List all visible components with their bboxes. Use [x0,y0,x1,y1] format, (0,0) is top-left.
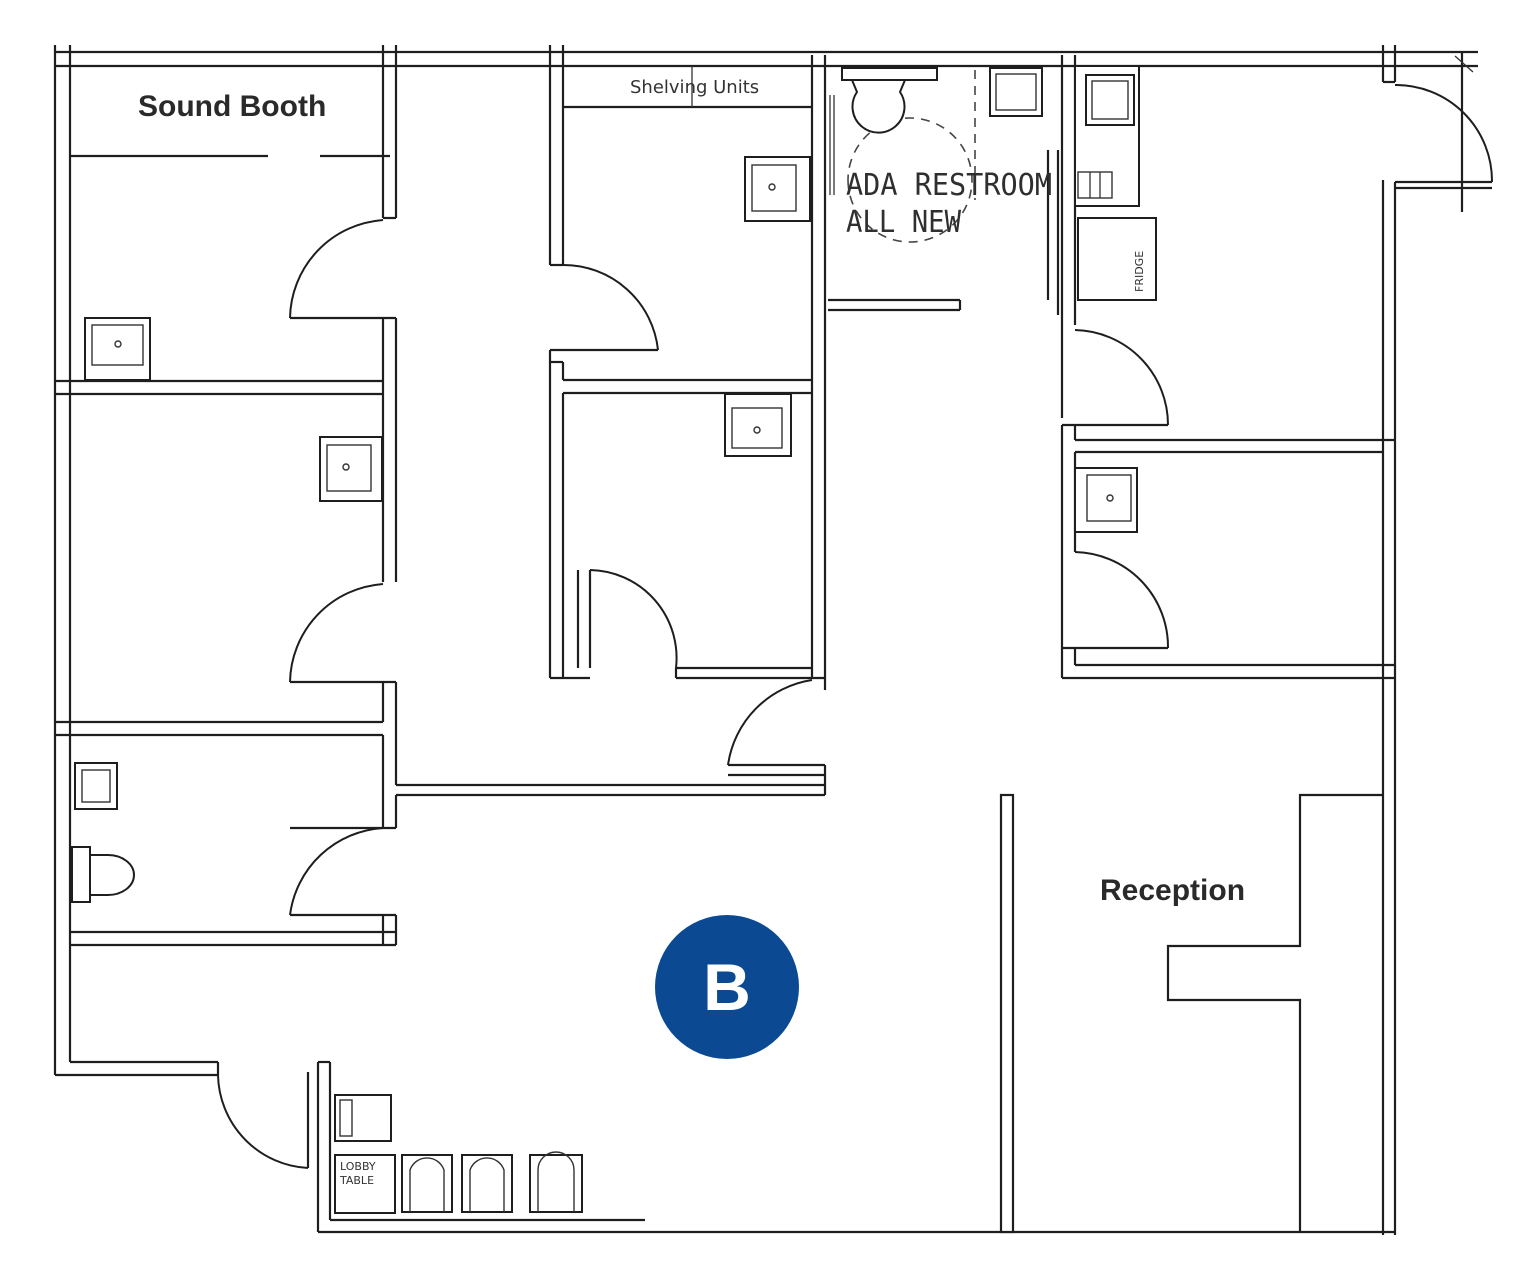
corridor-walls [396,679,827,797]
room-label-ada-restroom-note: ALL NEW [846,205,962,240]
fixture-label-lobby-table-2: TABLE [339,1174,374,1187]
toilet-icon [71,846,135,903]
room-label-shelving-units: Shelving Units [630,77,759,98]
left-rooms [55,45,398,947]
room-label-ada-restroom: ADA RESTROOM [846,168,1052,203]
sink-icon [724,393,792,457]
sink-icon [1074,467,1138,533]
badge-circle [655,915,799,1059]
restroom-area [828,55,1077,325]
reception-area [217,793,1383,1234]
sink-icon [319,436,383,502]
badge-letter: B [703,950,751,1024]
outer-walls [53,45,1492,1235]
center-rooms [548,45,827,690]
right-rooms [1060,65,1494,680]
sink-icon [744,156,811,222]
sink-icon [84,317,151,381]
fixture-label-fridge: FRIDGE [1133,251,1146,292]
room-label-reception: Reception [1100,874,1245,907]
small-restroom [71,762,135,903]
fixture-label-lobby-table: LOBBY [340,1160,376,1173]
sink-fixtures [84,156,1138,533]
area-badge: B [655,915,799,1059]
room-label-sound-booth: Sound Booth [138,90,326,123]
